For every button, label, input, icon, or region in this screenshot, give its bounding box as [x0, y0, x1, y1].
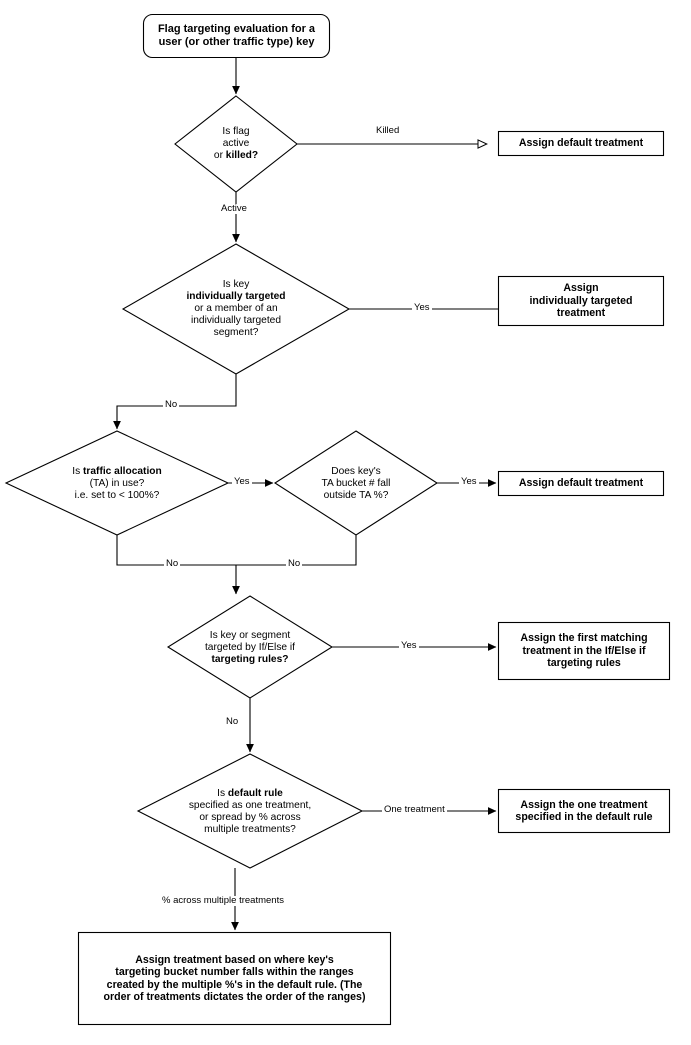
decision-targeting-rules-shape — [166, 595, 334, 699]
edge-label-no-ta-bucket: No — [286, 558, 303, 569]
edge-label-yes-ta-bucket: Yes — [459, 476, 479, 487]
decision-default-rule-shape — [136, 753, 364, 869]
edge-traffic-allocation-no — [116, 535, 236, 566]
decision-ta-bucket-shape — [273, 430, 439, 536]
decision-flag-state-shape — [174, 95, 298, 193]
edge-label-percent-across-multiple: % across multiple treatments — [160, 895, 286, 906]
edge-label-one-treatment: One treatment — [382, 804, 447, 815]
decision-individual-target-shape — [121, 243, 351, 375]
assign-individually-targeted-shape — [497, 275, 665, 327]
decision-traffic-allocation-shape — [4, 430, 230, 536]
start-node-shape — [142, 13, 331, 59]
assign-default-killed-shape — [497, 130, 665, 157]
assign-default-ta-shape — [497, 470, 665, 497]
edge-label-no-targeting-rules: No — [224, 716, 241, 727]
edge-label-active: Active — [219, 203, 249, 214]
edge-label-yes-targeting-rules: Yes — [399, 640, 419, 651]
assign-one-treatment-shape — [497, 788, 671, 834]
edge-label-yes-individual: Yes — [412, 302, 432, 313]
edge-label-no-traffic-allocation: No — [164, 558, 181, 569]
edge-label-yes-traffic-allocation: Yes — [232, 476, 252, 487]
edge-label-killed: Killed — [374, 125, 402, 136]
assign-first-matching-shape — [497, 621, 671, 681]
assign-by-ranges-shape — [77, 931, 392, 1026]
edge-label-no-individual: No — [163, 399, 180, 410]
